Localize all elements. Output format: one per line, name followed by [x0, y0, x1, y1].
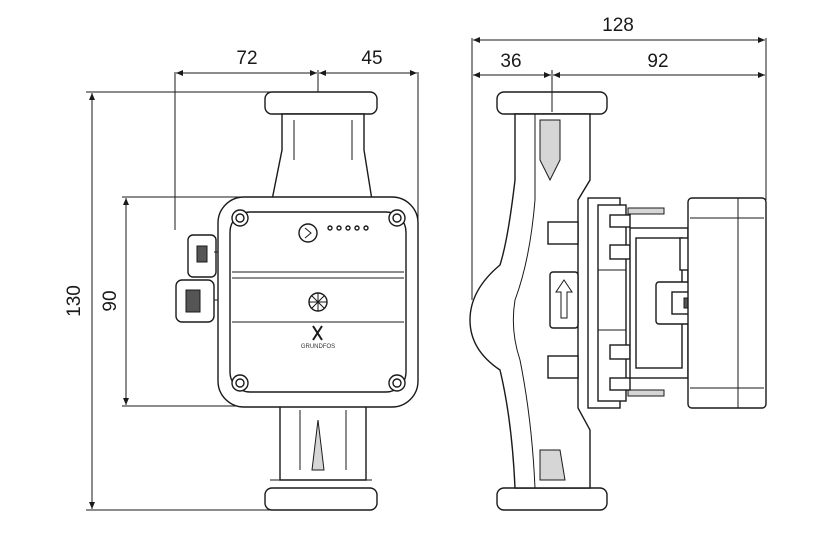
dim-height-total-label: 130 [64, 285, 85, 317]
dim-front-right-label: 45 [361, 48, 382, 69]
flow-direction-arrow-icon [555, 279, 573, 319]
grundfos-logo-text: GRUNDFOS [301, 344, 335, 350]
led-indicator-icon [327, 225, 369, 231]
dimension-lines [86, 37, 767, 511]
dim-side-left-label: 36 [500, 51, 521, 72]
dim-front-left-label: 72 [236, 48, 257, 69]
dim-side-right-label: 92 [647, 51, 668, 72]
mode-button-icon [298, 223, 318, 243]
pump-side-view [469, 91, 767, 511]
grundfos-logo-icon [312, 325, 323, 341]
dim-side-total-label: 128 [602, 15, 634, 36]
dim-height-body-label: 90 [100, 290, 121, 311]
pump-front-view: GRUNDFOS [175, 91, 419, 511]
